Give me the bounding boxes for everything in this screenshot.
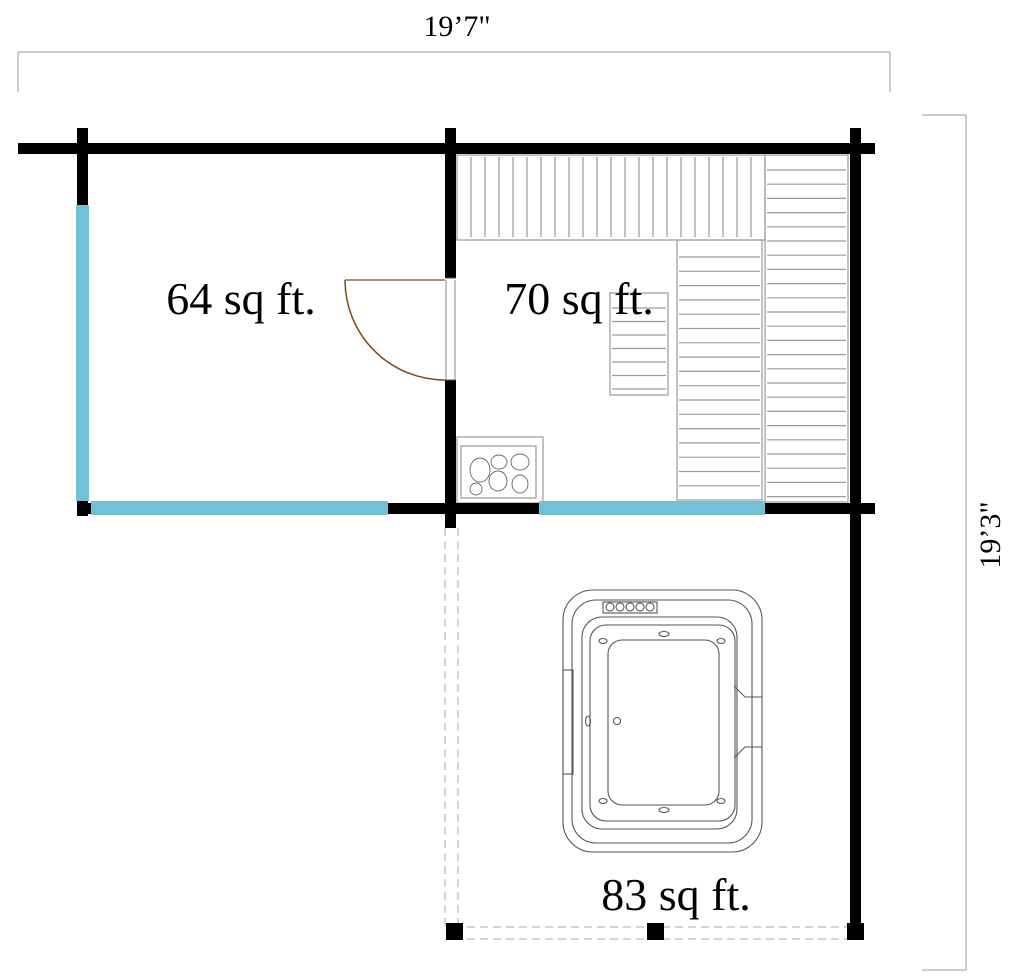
sauna-heater xyxy=(456,436,544,504)
windows xyxy=(76,205,765,515)
walls xyxy=(18,128,875,940)
width-label: 19’7" xyxy=(423,10,490,43)
hot-tub xyxy=(562,589,763,853)
room-area-sauna: 70 sq ft. xyxy=(504,273,654,324)
depth-dimension xyxy=(922,114,967,971)
room-area-changing: 64 sq ft. xyxy=(166,273,316,324)
room-area-terrace: 83 sq ft. xyxy=(601,869,751,920)
sauna-benches xyxy=(456,154,849,503)
depth-label: 19’3" xyxy=(974,501,1007,568)
width-dimension xyxy=(17,51,891,92)
door xyxy=(344,277,456,381)
